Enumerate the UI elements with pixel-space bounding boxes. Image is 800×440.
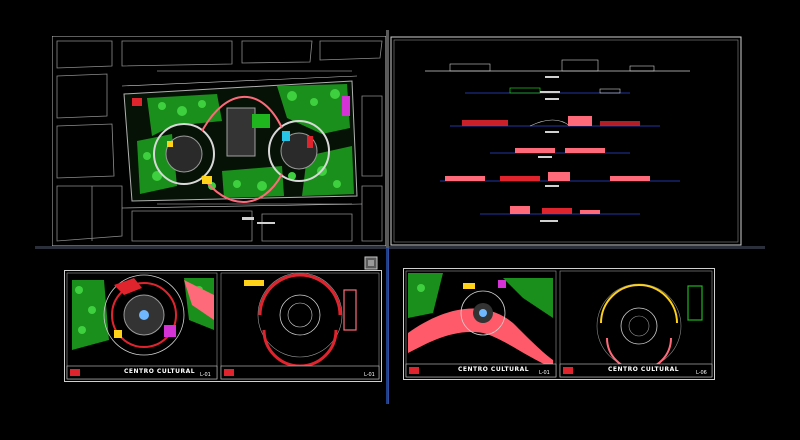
elevation-row-2	[465, 87, 630, 100]
viewcube-icon[interactable]	[364, 256, 378, 270]
plan-1-title: CENTRO CULTURAL	[124, 368, 195, 375]
plans-sheet-left[interactable]: CENTRO CULTURAL L-01 L-01	[64, 270, 382, 382]
plan-1-sheet-number: L-01	[200, 372, 211, 378]
plan-3-drawing: CENTRO CULTURAL L-01	[405, 270, 557, 378]
plans-sheet-right-drawing: CENTRO CULTURAL L-01 CENTRO CULTURAL L-0…	[403, 268, 715, 380]
elevation-row-3	[450, 116, 660, 133]
viewport-divider-lower-right	[388, 248, 389, 404]
site-plan-sheet[interactable]	[52, 36, 386, 246]
plan-4-drawing: CENTRO CULTURAL L-06	[559, 270, 713, 378]
plan-2-sheet-number: L-01	[364, 372, 375, 378]
viewport-divider-upper	[386, 30, 389, 248]
elevations-drawing	[390, 36, 742, 246]
site-plan-drawing	[52, 36, 386, 246]
viewport-divider-horizontal[interactable]	[35, 246, 765, 249]
plan-1-drawing: CENTRO CULTURAL L-01	[66, 272, 218, 380]
elevation-row-1	[425, 59, 690, 78]
elevation-row-5	[440, 172, 680, 187]
plan-4-sheet-number: L-06	[696, 370, 707, 376]
elevations-sheet[interactable]	[390, 36, 742, 246]
elevation-row-6	[480, 206, 640, 222]
plan-4-title: CENTRO CULTURAL	[608, 366, 679, 373]
plans-sheet-right[interactable]: CENTRO CULTURAL L-01 CENTRO CULTURAL L-0…	[403, 268, 715, 380]
plan-3-sheet-number: L-01	[539, 370, 550, 376]
elevation-row-4	[490, 148, 630, 158]
plan-2-drawing: L-01	[220, 272, 380, 380]
plans-sheet-left-drawing: CENTRO CULTURAL L-01 L-01	[64, 270, 382, 382]
plan-3-title: CENTRO CULTURAL	[458, 366, 529, 373]
